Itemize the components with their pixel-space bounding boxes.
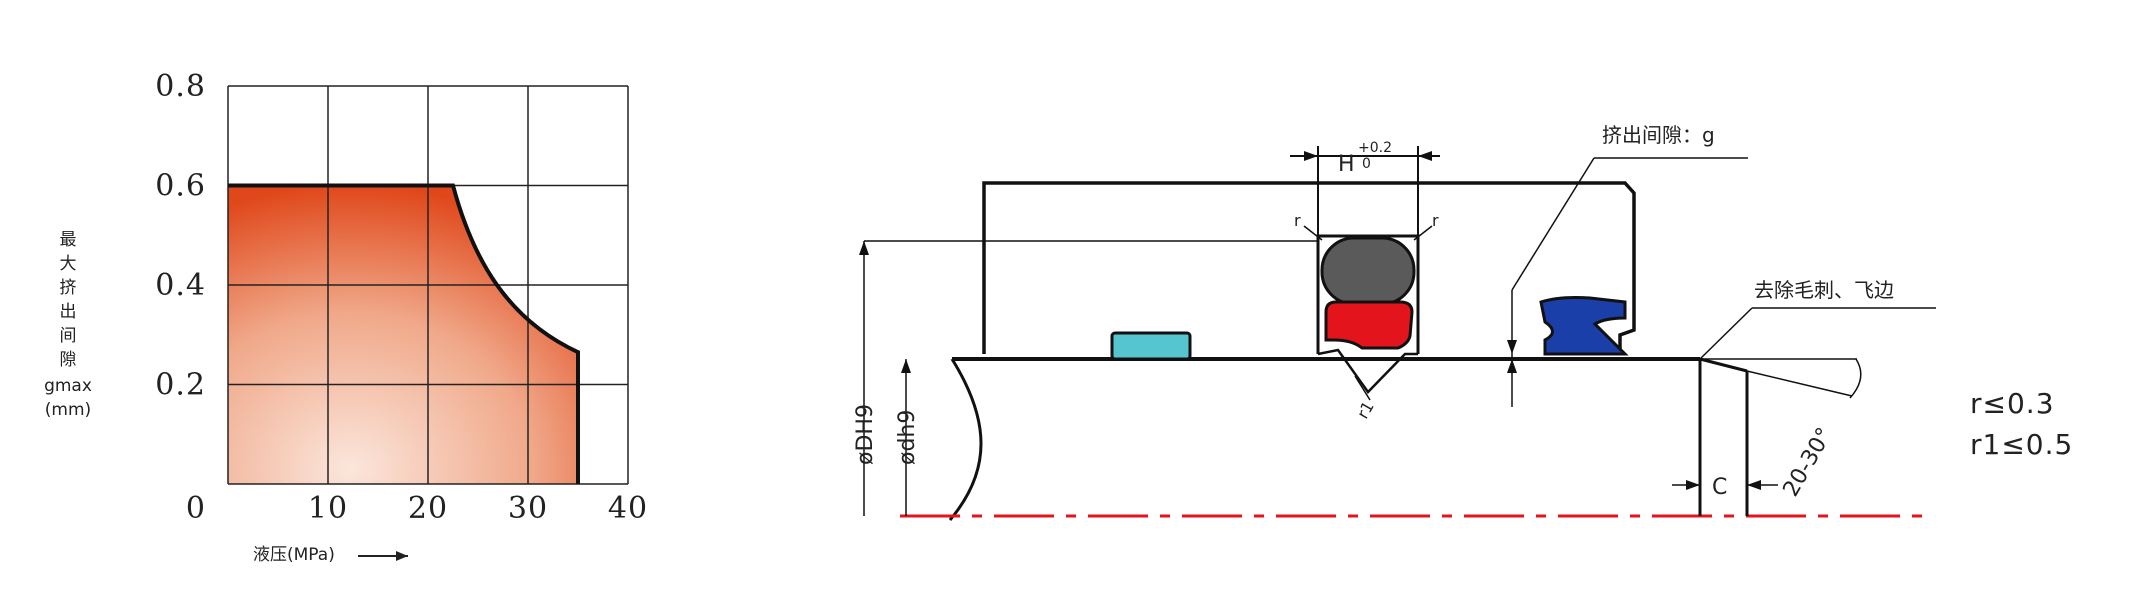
blue-lip-seal: [1539, 296, 1629, 356]
r-label-right: r: [1432, 211, 1439, 230]
allowable-gap-curve: [228, 183, 580, 484]
origin-tick-label: 0: [186, 491, 206, 526]
allowable-gap-area: [228, 185, 578, 484]
note-r: r≤0.3: [1970, 387, 2055, 420]
x-axis-label: 液压(MPa): [253, 545, 335, 565]
y-tick-label: 0.2: [155, 368, 206, 403]
y-label-char: 大: [60, 254, 77, 274]
h-dimension-label: H: [1338, 152, 1355, 177]
x-tick-labels: 10 20 30 40: [308, 491, 648, 526]
y-label-unit: (mm): [45, 400, 91, 420]
dh9-label: øDH9: [853, 404, 878, 465]
chamfer-geometry: [1672, 307, 1936, 516]
gray-o-ring-seal: [1320, 236, 1416, 306]
r-leader-left: [1303, 225, 1323, 241]
red-seal-ring: [1324, 300, 1414, 350]
pressure-gap-chart: 0.2 0.4 0.6 0.8 10 20 30 40 0 最 大 挤 出 间 隙 gmax…: [44, 69, 648, 565]
seal-installation-diagram: H +0.2 0 r r r1 øDH9 ødh9 挤出间隙：g: [853, 123, 2073, 521]
h-tolerance-upper: +0.2: [1358, 140, 1392, 156]
chamfer-angle-label: 20-30°: [1779, 424, 1838, 501]
r-label-left: r: [1294, 211, 1301, 230]
y-label-char: 隙: [60, 350, 77, 370]
x-tick-label: 20: [408, 491, 448, 526]
h-tolerance-lower: 0: [1362, 156, 1371, 172]
x-tick-label: 30: [508, 491, 548, 526]
chamfer-c-label: C: [1712, 475, 1727, 500]
r-leader-right: [1413, 225, 1433, 241]
y-label-char: 间: [60, 326, 77, 346]
y-label-char: 出: [60, 302, 77, 322]
seal-groove: [1316, 234, 1420, 354]
y-label-char: 最: [60, 230, 77, 250]
x-tick-label: 40: [608, 491, 648, 526]
dh9-dimension: [859, 240, 1318, 516]
y-tick-labels: 0.2 0.4 0.6 0.8: [155, 69, 206, 403]
h-dimension: [1290, 146, 1440, 238]
piston-outline: [982, 181, 1636, 354]
gap-leader: [1507, 157, 1748, 407]
dh9-small-dimension: [901, 359, 911, 516]
y-tick-label: 0.6: [155, 169, 206, 204]
x-axis-arrow: [358, 551, 408, 561]
y-label-char: 挤: [60, 278, 77, 298]
r1-leader: [1354, 375, 1371, 401]
groove-chamfer: [1317, 348, 1418, 394]
break-curve: [948, 358, 983, 521]
y-label-unit-name: gmax: [44, 376, 92, 396]
y-tick-label: 0.8: [155, 69, 206, 104]
dh9-small-label: ødh9: [895, 410, 920, 465]
y-axis-label: 最 大 挤 出 间 隙 gmax (mm): [44, 230, 92, 420]
note-r1: r1≤0.5: [1970, 428, 2073, 461]
cyan-wear-ring: [1110, 331, 1192, 361]
gap-label: 挤出间隙：g: [1602, 123, 1715, 147]
y-tick-label: 0.4: [155, 268, 206, 303]
x-tick-label: 10: [308, 491, 348, 526]
r1-label: r1: [1353, 398, 1378, 422]
deburr-label: 去除毛刺、飞边: [1754, 278, 1894, 302]
